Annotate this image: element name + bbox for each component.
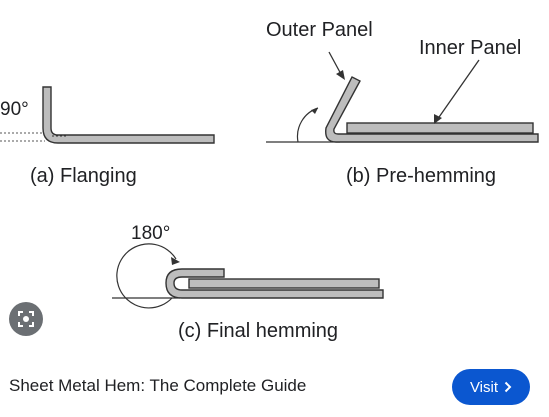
angle-label-90: 90° bbox=[0, 99, 29, 120]
hemming-diagram: 90° (a) Flanging Outer Panel Inner Panel… bbox=[0, 19, 539, 342]
outer-panel-leader-arrow bbox=[336, 70, 345, 80]
visit-button-label: Visit bbox=[469, 378, 499, 396]
flanged-sheet bbox=[42, 86, 215, 144]
image-search-icon bbox=[18, 311, 34, 327]
inner-panel-leader bbox=[436, 59, 480, 121]
angle-arc bbox=[116, 243, 177, 309]
inner-panel-sheet bbox=[346, 122, 534, 134]
inner-panel-leader-arrow bbox=[434, 114, 442, 124]
final-hemming-figure: 180° (c) Final hemming bbox=[112, 223, 384, 342]
label-outer-panel: Outer Panel bbox=[266, 19, 373, 41]
pre-hemming-figure: Outer Panel Inner Panel (b) Pre-hemming bbox=[266, 19, 539, 187]
image-search-button[interactable] bbox=[9, 302, 43, 336]
angle-arrowhead bbox=[311, 108, 318, 114]
hemmed-inner-sheet bbox=[188, 278, 380, 289]
caption-flanging: (a) Flanging bbox=[30, 165, 137, 187]
outer-panel-sheet bbox=[325, 76, 539, 143]
result-title[interactable]: Sheet Metal Hem: The Complete Guide bbox=[9, 376, 307, 395]
caption-final-hemming: (c) Final hemming bbox=[178, 320, 338, 342]
caption-pre-hemming: (b) Pre-hemming bbox=[346, 165, 496, 187]
label-inner-panel: Inner Panel bbox=[419, 37, 521, 59]
visit-button[interactable]: Visit bbox=[452, 369, 530, 405]
angle-label-180: 180° bbox=[131, 223, 170, 244]
chevron-right-icon bbox=[504, 381, 512, 393]
flanging-figure: 90° (a) Flanging bbox=[0, 86, 215, 187]
hemmed-outer-sheet bbox=[165, 268, 384, 299]
angle-arrowhead bbox=[171, 257, 180, 265]
